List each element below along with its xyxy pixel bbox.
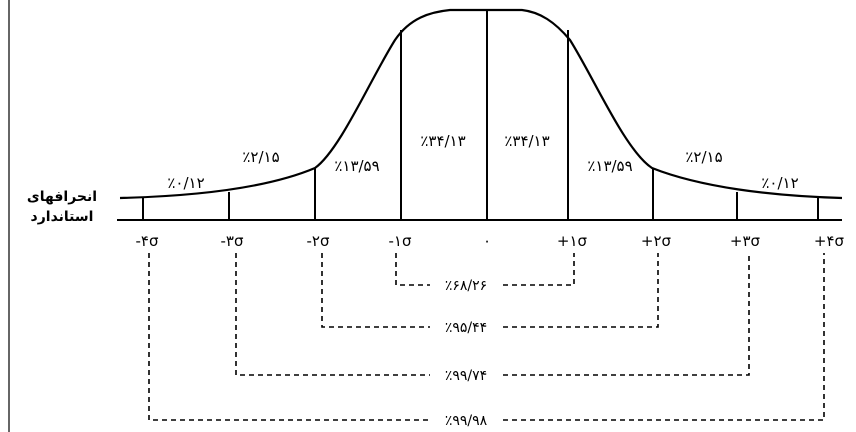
area-label-13-left: ٪۱۳/۵۹ — [334, 157, 379, 175]
span-4-sigma-bracket — [148, 253, 825, 421]
area-label-tail-right: ٪۰/۱۲ — [761, 174, 798, 192]
sigma-dividers — [142, 10, 819, 220]
tick-minus-4-sigma: -۴σ — [136, 232, 159, 250]
tick-minus-1-sigma: -۱σ — [389, 232, 412, 250]
bell-curve — [119, 8, 843, 200]
span-2-sigma-bracket — [321, 253, 659, 328]
tick-zero: ۰ — [483, 232, 491, 250]
span-brackets — [148, 253, 825, 421]
span-2-sigma-label: ٪۹۵/۴۴ — [445, 320, 487, 336]
span-4-sigma-label: ٪۹۹/۹۸ — [445, 413, 488, 429]
area-label-tail-left: ٪۰/۱۲ — [167, 174, 204, 192]
span-3-sigma-bracket — [235, 253, 750, 376]
tick-plus-2-sigma: +۲σ — [641, 232, 672, 250]
area-label-34-left: ٪۳۴/۱۳ — [420, 132, 465, 150]
tick-minus-2-sigma: -۲σ — [307, 232, 330, 250]
span-1-sigma-label: ٪۶۸/۲۶ — [445, 278, 487, 294]
tick-minus-3-sigma: -۳σ — [221, 232, 244, 250]
side-label-line-2: استاندارد — [31, 209, 94, 225]
span-1-sigma-bracket — [395, 253, 575, 286]
tick-plus-1-sigma: +۱σ — [557, 232, 588, 250]
span-3-sigma-label: ٪۹۹/۷۴ — [445, 368, 487, 384]
area-label-13-right: ٪۱۳/۵۹ — [587, 157, 632, 175]
area-label-2-right: ٪۲/۱۵ — [685, 148, 722, 166]
area-label-2-left: ٪۲/۱۵ — [242, 148, 279, 166]
side-label-line-1: انحرافهای — [27, 189, 97, 205]
tick-plus-4-sigma: +۴σ — [814, 232, 845, 250]
area-label-34-right: ٪۳۴/۱۳ — [504, 132, 549, 150]
tick-plus-3-sigma: +۳σ — [730, 232, 761, 250]
